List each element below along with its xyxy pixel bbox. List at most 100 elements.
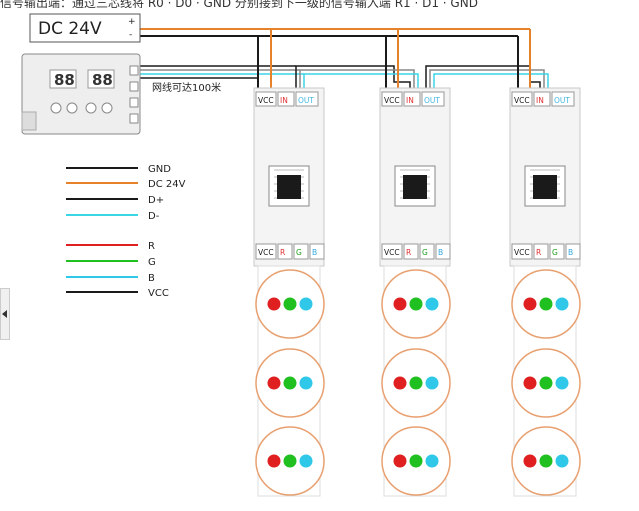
module-2-top-port-label-0: VCC (384, 96, 400, 105)
module-3-top-port-label-1: IN (536, 96, 544, 105)
module-3-led-red-0 (523, 297, 537, 311)
legend-label-0: GND (148, 164, 171, 175)
module-1-led-red-2 (267, 454, 281, 468)
left-scroll-arrow-icon[interactable] (0, 288, 10, 340)
module-2-ic-chip (403, 175, 427, 199)
module-1-bottom-port-2 (293, 243, 309, 260)
module-2-led-red-2 (393, 454, 407, 468)
module-1-top-port-1 (277, 91, 295, 107)
controller-port-2 (129, 81, 139, 92)
wires (140, 28, 549, 90)
power-supply-plus: + (128, 17, 136, 27)
module-3-top-port-2 (551, 91, 575, 107)
module-1-led-red-0 (267, 297, 281, 311)
module-2-top-port-2 (421, 91, 445, 107)
module-2-led-red-1 (393, 376, 407, 390)
module-2-bottom-port-label-0: VCC (384, 248, 400, 257)
module-3-top-port-1 (533, 91, 551, 107)
module-2-led-blue-0 (425, 297, 439, 311)
controller-display-2: 88 (92, 71, 113, 89)
module-3-bottom-port-1 (533, 243, 549, 260)
module-1-ic-chip (277, 175, 301, 199)
module-2-top-port-label-1: IN (406, 96, 414, 105)
module-1-bottom-port-label-1: R (280, 248, 285, 257)
module-1-top-port-2 (295, 91, 319, 107)
module-2-top-port-0 (381, 91, 403, 107)
legend-label-1: DC 24V (148, 179, 186, 190)
module-1-led-red-1 (267, 376, 281, 390)
module-3-led-green-0 (539, 297, 553, 311)
module-2-top-port-label-2: OUT (424, 96, 440, 105)
m1-out-link-gray (299, 69, 415, 90)
legend-label-3: D- (148, 211, 160, 222)
module-3-led-red-2 (523, 454, 537, 468)
power-supply-label: DC 24V (38, 19, 102, 39)
legend-label-4: R (148, 241, 155, 252)
module-2-led-blue-1 (425, 376, 439, 390)
module-2-led-green-2 (409, 454, 423, 468)
module-1-led-green-1 (283, 376, 297, 390)
module-2-bottom-port-0 (381, 243, 403, 260)
module-3-top-port-label-0: VCC (514, 96, 530, 105)
module-2-led-blue-2 (425, 454, 439, 468)
module-1-bottom-port-3 (309, 243, 325, 260)
module-3-led-blue-1 (555, 376, 569, 390)
module-1-led-blue-2 (299, 454, 313, 468)
cable-note: 网线可达100米 (152, 81, 221, 94)
module-3-bottom-port-2 (549, 243, 565, 260)
controller: 88 88 (21, 53, 141, 135)
power-supply: DC 24V + - (29, 13, 141, 43)
m1-out-link-cyan (303, 73, 419, 90)
module-1-led-green-2 (283, 454, 297, 468)
module-1-led-blue-1 (299, 376, 313, 390)
module-1-led-green-0 (283, 297, 297, 311)
controller-button-4 (101, 102, 113, 114)
module-3-bottom-port-0 (511, 243, 533, 260)
controller-port-3 (129, 97, 139, 108)
module-3-bottom-port-label-1: R (536, 248, 541, 257)
controller-display-1: 88 (54, 71, 75, 89)
module-3-led-green-2 (539, 454, 553, 468)
module-3-led-blue-2 (555, 454, 569, 468)
module-3-top-port-label-2: OUT (554, 96, 570, 105)
module-1-bottom-port-0 (255, 243, 277, 260)
module-1-top-port-label-2: OUT (298, 96, 314, 105)
top-caption: 信号输出端：通过三芯线将 R0 · D0 · GND 分别接到下一级的信号输入端… (0, 0, 478, 8)
module-1-bottom-port-label-3: B (312, 248, 317, 257)
module-3-bottom-port-3 (565, 243, 581, 260)
module-3-bottom-port-label-2: G (552, 248, 558, 257)
module-2-top-port-1 (403, 91, 421, 107)
legend-label-5: G (148, 257, 156, 268)
module-2-bottom-port-label-2: G (422, 248, 428, 257)
module-2-bottom-port-2 (419, 243, 435, 260)
module-3-led-green-1 (539, 376, 553, 390)
module-3-led-red-1 (523, 376, 537, 390)
power-supply-minus: - (129, 30, 132, 40)
legend-label-7: VCC (148, 288, 169, 299)
controller-port-1 (129, 65, 139, 76)
module-3-bottom-port-label-0: VCC (514, 248, 530, 257)
module-3-led-blue-0 (555, 297, 569, 311)
module-1-led-blue-0 (299, 297, 313, 311)
legend-label-6: B (148, 273, 155, 284)
m2-out-link-cyan (433, 73, 549, 90)
module-2-bottom-port-label-1: R (406, 248, 411, 257)
m2-out-link-gray (429, 69, 545, 90)
module-1-bottom-port-1 (277, 243, 293, 260)
controller-button-2 (66, 102, 78, 114)
module-1-top-port-0 (255, 91, 277, 107)
controller-button-3 (85, 102, 97, 114)
module-2-led-red-0 (393, 297, 407, 311)
module-3-ic-chip (533, 175, 557, 199)
module-3-top-port-0 (511, 91, 533, 107)
module-2-bottom-port-1 (403, 243, 419, 260)
module-3: VCC IN OUT VCC R G B (509, 87, 581, 497)
module-1-bottom-port-label-0: VCC (258, 248, 274, 257)
module-2-bottom-port-3 (435, 243, 451, 260)
module-3-bottom-port-label-3: B (568, 248, 573, 257)
